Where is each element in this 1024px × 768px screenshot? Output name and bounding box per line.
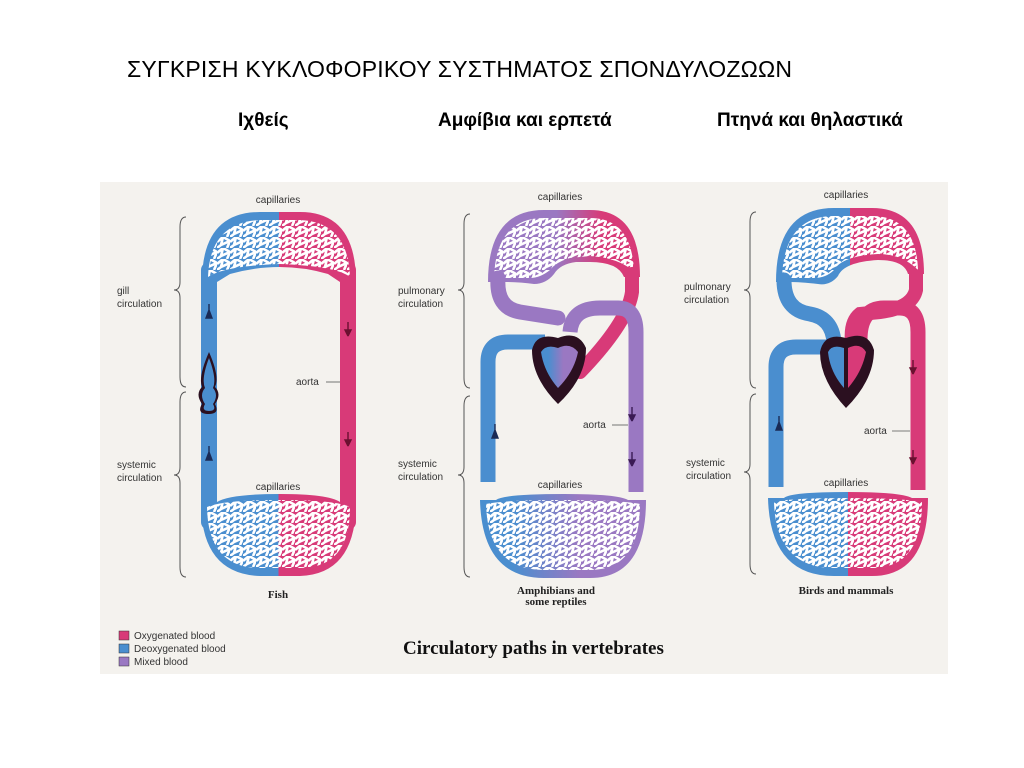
legend-swatch-mixed	[118, 656, 130, 667]
legend-oxygenated: Oxygenated blood	[134, 631, 215, 642]
fish-aorta-label: aorta	[296, 377, 319, 388]
amphibian-top-capillaries-label: capillaries	[538, 192, 582, 203]
page-title: ΣΥΓΚΡΙΣΗ ΚΥΚΛΟΦΟΡΙΚΟΥ ΣΥΣΤΗΜΑΤΟΣ ΣΠΟΝΔΥΛ…	[127, 56, 793, 82]
legend: Oxygenated blood Deoxygenated blood Mixe…	[118, 630, 226, 668]
amphibian-aorta-label: aorta	[583, 420, 606, 431]
column-heading-amphibians-reptiles: Αμφίβια και ερπετά	[438, 110, 612, 131]
legend-deoxygenated: Deoxygenated blood	[134, 644, 226, 655]
figure-title: Circulatory paths in vertebrates	[403, 638, 664, 659]
legend-swatch-deoxygenated	[118, 643, 130, 654]
amphibian-bottom-capillaries-label: capillaries	[538, 480, 582, 491]
aorta-vessel	[340, 262, 356, 530]
legend-swatch-oxygenated	[118, 630, 130, 641]
column-heading-birds-mammals: Πτηνά και θηλαστικά	[717, 110, 903, 131]
bird-aorta-label: aorta	[864, 426, 887, 437]
bird-caption: Birds and mammals	[799, 585, 894, 597]
bird-bottom-capillaries-label: capillaries	[824, 478, 868, 489]
legend-mixed: Mixed blood	[134, 657, 188, 668]
fish-top-capillaries-label: capillaries	[256, 195, 300, 206]
fish-caption: Fish	[268, 589, 288, 601]
fish-bottom-capillaries-label: capillaries	[256, 482, 300, 493]
bird-top-capillaries-label: capillaries	[824, 190, 868, 201]
column-heading-fish: Ιχθείς	[238, 110, 289, 131]
